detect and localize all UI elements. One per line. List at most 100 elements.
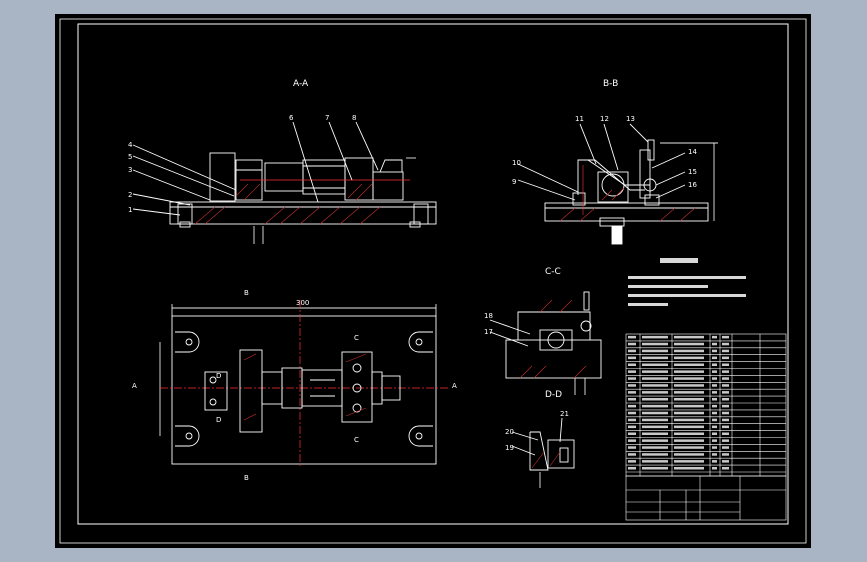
table-cell-mark	[712, 446, 717, 449]
table-cell-mark	[642, 439, 668, 442]
table-cell-mark	[628, 356, 636, 360]
view-aa: A-A	[132, 79, 437, 244]
table-cell-mark	[628, 363, 636, 366]
table-cell-mark	[628, 467, 636, 470]
table-cell-mark	[628, 453, 636, 456]
parts-list-table	[625, 333, 787, 521]
table-cell-mark	[722, 335, 729, 339]
section-mark-c-bottom: C	[354, 436, 359, 444]
table-cell-mark	[722, 363, 729, 366]
table-cell-mark	[642, 356, 668, 360]
table-cell-mark	[722, 398, 729, 401]
table-cell-mark	[722, 432, 729, 435]
table-cell-mark	[674, 460, 704, 463]
table-cell-mark	[722, 342, 729, 346]
table-cell-mark	[712, 342, 717, 346]
section-mark-d-bottom: D	[216, 416, 221, 424]
table-cell-mark	[628, 432, 636, 435]
section-mark-b-bottom: B	[244, 474, 249, 482]
table-cell-mark	[642, 377, 668, 380]
table-cell-mark	[674, 398, 704, 401]
table-cell-mark	[642, 363, 668, 366]
callouts-aa: 1 2 3 4 5 6 7 8	[128, 114, 356, 214]
table-cell-mark	[628, 377, 636, 380]
table-cell-mark	[722, 453, 729, 456]
callout-8: 8	[352, 114, 356, 122]
callout-10: 10	[512, 159, 521, 167]
table-cell-mark	[628, 370, 636, 373]
table-cell-mark	[642, 404, 668, 408]
callout-1: 1	[128, 206, 132, 214]
view-title-dd: D-D	[545, 390, 562, 400]
table-cell-mark	[628, 391, 636, 394]
technical-notes	[628, 258, 746, 306]
callout-20: 20	[505, 428, 514, 436]
table-cell-mark	[712, 370, 717, 373]
table-cell-mark	[712, 425, 717, 429]
table-cell-mark	[722, 460, 729, 463]
table-cell-mark	[642, 349, 668, 353]
table-cell-mark	[628, 404, 636, 408]
table-cell-mark	[712, 404, 717, 408]
table-cell-mark	[642, 335, 668, 339]
table-cell-mark	[712, 418, 717, 422]
table-cell-mark	[712, 453, 717, 456]
table-cell-mark	[712, 439, 717, 442]
table-cell-mark	[642, 411, 668, 415]
table-cell-mark	[722, 356, 729, 360]
table-cell-mark	[642, 460, 668, 463]
table-cell-mark	[712, 356, 717, 360]
section-mark-a-left: A	[132, 382, 137, 390]
callouts-dd: 19 20 21	[505, 410, 569, 452]
callout-5: 5	[128, 153, 132, 161]
view-title-bb: B-B	[603, 79, 618, 89]
table-cell-mark	[722, 404, 729, 408]
inner-border	[77, 23, 789, 525]
table-cell-mark	[628, 460, 636, 463]
callout-2: 2	[128, 191, 132, 199]
view-plan: B B A A C C D D 300	[132, 289, 457, 482]
table-cell-mark	[674, 467, 704, 470]
table-cell-mark	[642, 398, 668, 401]
table-cell-mark	[628, 418, 636, 422]
section-mark-d-top: D	[216, 372, 221, 380]
callout-16: 16	[688, 181, 697, 189]
table-cell-mark	[674, 439, 704, 442]
table-cell-mark	[722, 446, 729, 449]
table-cell-mark	[712, 363, 717, 366]
table-cell-mark	[628, 439, 636, 442]
section-mark-b-top: B	[244, 289, 249, 297]
table-cell-mark	[674, 453, 704, 456]
table-cell-mark	[712, 432, 717, 435]
table-cell-mark	[674, 335, 704, 339]
callout-18: 18	[484, 312, 493, 320]
table-cell-mark	[674, 342, 704, 346]
table-cell-mark	[674, 370, 704, 373]
table-cell-mark	[628, 335, 636, 339]
callout-19: 19	[505, 444, 514, 452]
table-cell-mark	[674, 432, 704, 435]
view-title-cc: C-C	[545, 267, 561, 277]
table-cell-mark	[722, 411, 729, 415]
dimension-length: 300	[296, 299, 309, 307]
table-cell-mark	[642, 453, 668, 456]
table-cell-mark	[674, 391, 704, 394]
table-cell-mark	[722, 370, 729, 373]
callout-15: 15	[688, 168, 697, 176]
table-cell-mark	[642, 418, 668, 422]
callout-13: 13	[626, 115, 635, 123]
table-cell-mark	[722, 391, 729, 394]
table-cell-mark	[712, 384, 717, 387]
table-cell-mark	[642, 370, 668, 373]
table-cell-mark	[722, 377, 729, 380]
table-cell-mark	[712, 349, 717, 353]
table-cell-mark	[628, 384, 636, 387]
table-cell-mark	[628, 446, 636, 449]
table-cell-mark	[674, 384, 704, 387]
callout-11: 11	[575, 115, 584, 123]
callout-3: 3	[128, 166, 132, 174]
table-cell-mark	[642, 384, 668, 387]
callouts-cc: 17 18	[484, 312, 493, 336]
table-cell-mark	[722, 425, 729, 429]
